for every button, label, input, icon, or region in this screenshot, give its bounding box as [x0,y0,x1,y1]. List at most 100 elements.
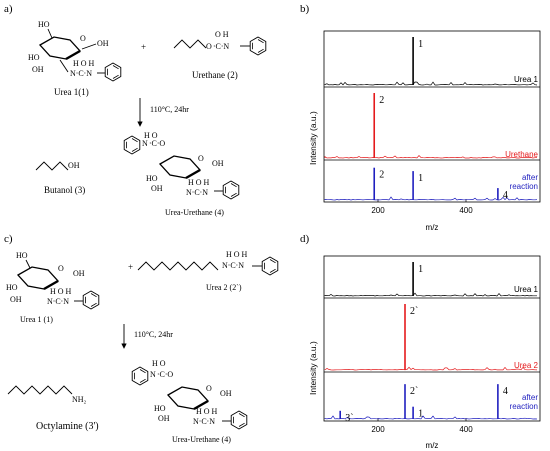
plus-sign: + [128,262,133,272]
atom-label: H O H [73,59,95,68]
panel-b-letter: b) [300,3,310,15]
product-2-label: Urea-Urethane (4) [172,435,231,444]
peak-label: 4 [503,386,508,397]
panel-a-scheme: a) HO O OH HO OH H O H N⋅C⋅N + O O H ⋅C⋅… [4,3,267,217]
panel-b-spectra: b) Intensity (a.u.) 200 400 m/z Urea 1 U… [300,3,541,232]
atom-label: N⋅C⋅N [47,297,69,306]
atom-label: H O H [226,250,248,259]
atom-label: HO [146,174,158,183]
legend-line: reaction [510,402,538,411]
atom-label: H O H [196,407,218,416]
peak-label: 1 [418,409,423,420]
atom-label: OH [32,65,44,74]
plot-frame [323,30,541,203]
plus-sign: + [141,42,146,52]
reactant-2-label: Urethane (2) [192,70,238,80]
x-tick-label: 400 [459,425,473,434]
atom-label: O [206,42,212,51]
panel-a-letter: a) [4,3,13,15]
legend-urea-1: Urea 1 [514,285,539,294]
butanol-structure: OH [35,161,80,171]
atom-label: ⋅C⋅N [213,42,229,51]
peak-label: 2` [410,386,418,397]
atom-label: OH [73,269,85,278]
plot-frame [323,255,541,422]
atom-label: H O H [188,178,210,187]
y-axis-label: Intensity (a.u.) [308,111,318,165]
atom-label: N [142,139,148,148]
y-axis-label: Intensity (a.u.) [308,341,318,395]
panel-d-spectra: d) Intensity (a.u.) 200 400 m/z Urea 1 U… [300,233,541,450]
urea-1-structure: HO O OH HO OH H O H N⋅C⋅N [6,251,100,310]
atom-label: HO [6,283,18,292]
atom-label: OH [158,414,170,423]
legend-line: after [522,173,538,182]
legend-urea-1: Urea 1 [514,75,539,84]
atom-label: H O [144,131,158,140]
peak-label: 1 [418,264,423,275]
peak-label: 2 [379,170,384,181]
peak-label: 4 [503,190,508,201]
reactant-1-label: Urea 1(1) [54,87,89,97]
spectrum-baseline [324,415,538,420]
legend-urea-2: Urea 2 [514,361,539,370]
x-axis-label: m/z [426,223,439,232]
spectrum-baseline [324,366,538,371]
atom-label: OH [68,161,80,170]
urethane-structure: O O H ⋅C⋅N [173,30,267,56]
panel-c-scheme: c) HO O OH HO OH H O H N⋅C⋅N + H O H N⋅C… [4,233,279,444]
atom-label: OH [97,39,109,48]
atom-label: ⋅C⋅O [157,370,173,379]
atom-label: O [58,264,64,273]
legend-line: after [522,393,538,402]
legend-urethane: Urethane [505,150,538,159]
octylamine-structure: NH₂ [7,385,87,404]
atom-label: NH₂ [72,395,87,404]
atom-label: HO [16,251,28,260]
condition-label: 110°C, 24hr [134,330,173,339]
x-tick-label: 200 [371,206,385,215]
peak-label: 2 [379,95,384,106]
atom-label: HO [28,53,40,62]
spectrum-baseline [324,292,537,297]
atom-label: OH [212,159,224,168]
urea-1-structure: HO O OH HO OH H O H N⋅C⋅N [28,20,122,82]
x-axis-label: m/z [426,441,439,450]
reactant-2-label: Urea 2 (2`) [206,283,242,292]
spectrum-baseline [324,196,538,201]
atom-label: N⋅C⋅N [186,188,208,197]
atom-label: H O [152,359,166,368]
atom-label: N⋅C⋅N [193,417,215,426]
product-1-label: Butanol (3) [44,185,85,195]
product-2-label: Urea-Urethane (4) [165,208,224,217]
x-tick-label: 400 [459,206,473,215]
atom-label: N [150,370,156,379]
product-1-label: Octylamine (3') [36,421,99,432]
atom-label: O [198,154,204,163]
atom-label: O [206,384,212,393]
atom-label: OH [10,295,22,304]
atom-label: HO [38,20,50,29]
atom-label: H O H [50,287,72,296]
atom-label: ⋅C⋅O [149,139,165,148]
panel-c-letter: c) [4,233,13,245]
atom-label: OH [151,184,163,193]
atom-label: N⋅C⋅N [70,69,92,78]
urea-2-structure: H O H N⋅C⋅N [137,250,279,276]
peak-label: 1 [418,173,423,184]
atom-label: HO [154,404,166,413]
peak-label: 3` [345,413,353,424]
atom-label: O [80,34,86,43]
atom-label: N⋅C⋅N [222,261,244,270]
spectrum-baseline [324,81,538,86]
spectra-traces: 12`3`2`14 [324,262,538,424]
atom-label: O H [215,30,229,39]
condition-label: 110°C, 24hr [150,105,189,114]
urea-urethane-structure: N H O ⋅C⋅O O OH HO OH H O H N⋅C⋅N [123,131,240,200]
reactant-1-label: Urea 1 (1) [20,315,53,324]
